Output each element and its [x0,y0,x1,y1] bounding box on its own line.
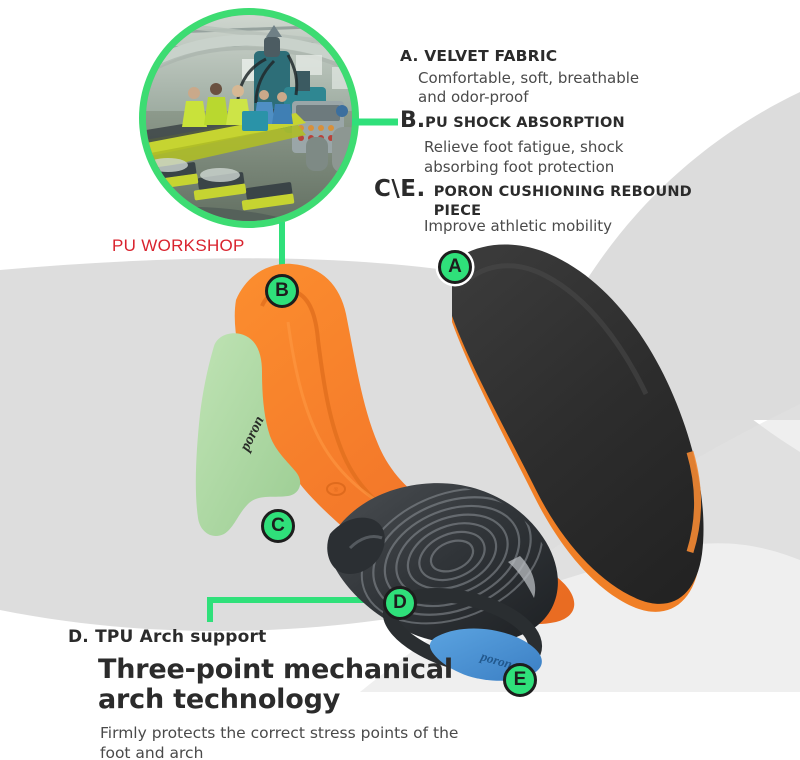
callout-b-letter: B. [400,108,426,133]
callout-ce-letter: C\E. [374,176,426,202]
svg-text:®: ® [334,487,339,494]
callout-d: D. TPU Arch support Three-point mechanic… [68,627,458,760]
velvet-insole-a [452,244,704,612]
callout-d-body-line-1: Firmly protects the correct stress point… [100,724,459,743]
callout-a-body-line-1: Comfortable, soft, breathable [418,69,640,87]
workshop-photo-image [146,15,352,221]
badge-e[interactable]: E [503,663,537,697]
callout-d-heading: D. TPU Arch support [68,627,267,647]
callout-b: B. PU SHOCK ABSORPTION [400,110,625,132]
leader-line-d [207,597,385,622]
callout-d-title-line-1: Three-point mechanical [98,654,453,685]
badge-b[interactable]: B [265,274,299,308]
callout-d-body-line-2: foot and arch [100,744,204,760]
pu-workshop-caption: PU WORKSHOP [112,236,245,255]
callout-a-title: VELVET FABRIC [424,47,558,65]
callout-d-title-line-2: arch technology [98,684,341,716]
poron-piece-c: poron [195,333,301,537]
workshop-photo [139,8,359,228]
callout-a: A. VELVET FABRIC Comfortable, soft, brea… [400,47,639,107]
callout-d-body: Firmly protects the correct stress point… [100,724,458,760]
callout-d-title: Three-point mechanical arch technology [98,654,458,716]
badge-a[interactable]: A [438,250,472,284]
badge-c[interactable]: C [261,509,295,543]
callout-a-heading: A. VELVET FABRIC [400,47,639,65]
callout-ce: C\E. PORON CUSHIONING REBOUND PIECE [374,178,696,220]
callout-a-letter: A. [400,47,419,65]
callout-a-body-line-2: and odor-proof [418,88,529,107]
callout-b-body-line-2: absorbing foot protection [424,157,615,176]
badge-d[interactable]: D [383,586,417,620]
callout-ce-title: PORON CUSHIONING REBOUND PIECE [433,184,692,219]
callout-b-title: PU SHOCK ABSORPTION [425,115,625,131]
callout-ce-body: Improve athletic mobility [424,217,613,235]
callout-a-body: Comfortable, soft, breathable and odor-p… [418,69,639,107]
callout-b-body-line-1: Relieve foot fatigue, shock [424,138,624,156]
callout-b-body: Relieve foot fatigue, shock absorbing fo… [424,138,623,177]
